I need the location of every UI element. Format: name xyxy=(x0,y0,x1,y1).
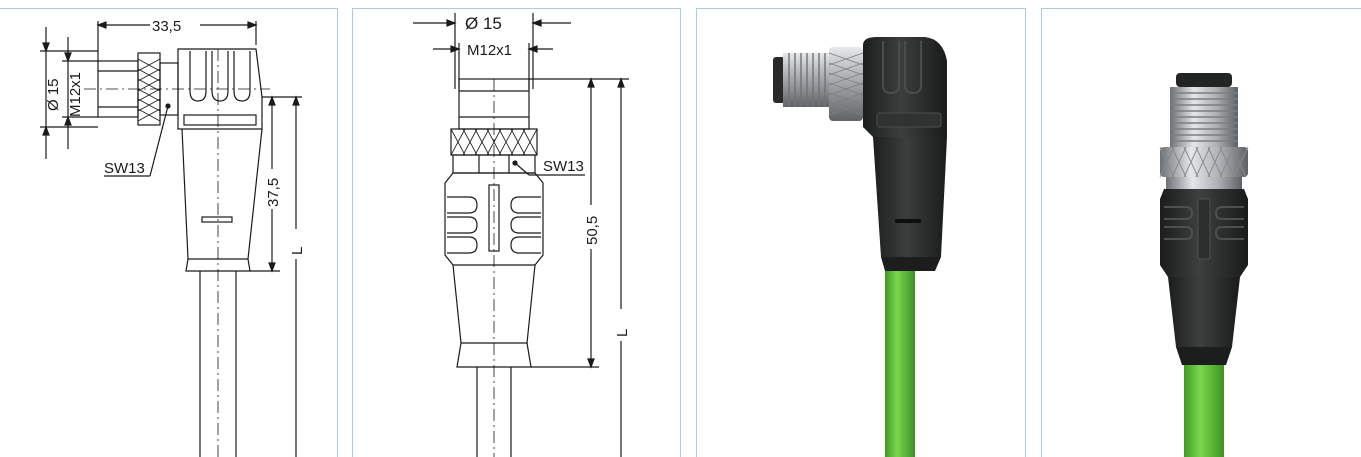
angled-connector-drawing-icon: 33,5 Ø 15 M12x1 SW13 37,5 L xyxy=(40,18,306,457)
straight-connector-drawing-icon: Ø 15 M12x1 SW13 50,5 L xyxy=(413,13,631,457)
thread-dimension-label: M12x1 xyxy=(67,72,84,117)
diameter-dimension-label: Ø 15 xyxy=(465,14,502,33)
height-dimension-label: 50,5 xyxy=(584,216,601,245)
length-dimension-label: L xyxy=(289,247,306,255)
panel-angled-drawing: 33,5 Ø 15 M12x1 SW13 37,5 L xyxy=(0,8,338,457)
panel-straight-photo xyxy=(1041,8,1361,457)
width-dimension-label: 33,5 xyxy=(152,18,181,35)
wrench-size-label: SW13 xyxy=(104,160,145,177)
wrench-size-label: SW13 xyxy=(543,158,584,175)
angled-connector-photo-icon xyxy=(773,37,947,457)
straight-connector-photo-icon xyxy=(1159,73,1249,457)
panel-angled-photo xyxy=(696,8,1026,457)
panel-straight-drawing: Ø 15 M12x1 SW13 50,5 L xyxy=(352,8,681,457)
height-dimension-label: 37,5 xyxy=(265,178,282,207)
thread-dimension-label: M12x1 xyxy=(467,42,512,59)
length-dimension-label: L xyxy=(614,329,631,337)
diameter-dimension-label: Ø 15 xyxy=(45,78,62,111)
